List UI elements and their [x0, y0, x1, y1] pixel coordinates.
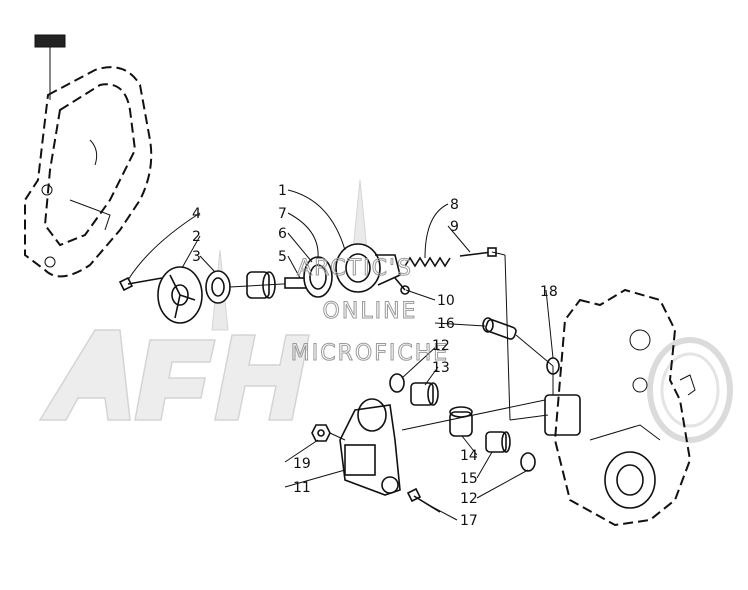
callout-6: 6	[278, 226, 287, 242]
part-12-washer-lower	[520, 452, 536, 472]
callout-8: 8	[450, 197, 459, 213]
part-10-screw	[394, 277, 410, 295]
callout-14: 14	[460, 448, 478, 464]
chain-case-housing	[544, 288, 696, 527]
callout-17: 17	[460, 513, 478, 529]
part-5-bushing	[229, 271, 316, 299]
leader-lines	[127, 189, 554, 521]
callout-1: 1	[278, 183, 287, 199]
callout-10: 10	[437, 293, 455, 309]
callout-2: 2	[192, 229, 201, 245]
callout-13: 13	[432, 360, 450, 376]
callout-15: 15	[460, 471, 478, 487]
part-19-nut	[311, 424, 331, 442]
part-12-washer-upper	[389, 373, 405, 393]
part-9-bolt	[459, 247, 497, 257]
part-13-bushing	[410, 382, 439, 406]
logo-watermark	[38, 179, 733, 443]
part-2-plate	[157, 266, 203, 324]
part-15-bushing	[485, 431, 511, 453]
watermark-line-1: ARCTIC'S	[297, 256, 413, 281]
callout-19: 19	[293, 456, 311, 472]
callout-7: 7	[278, 206, 287, 222]
part-3-ring	[205, 270, 231, 304]
callout-9: 9	[450, 219, 459, 235]
watermark-text: ARCTIC'S ONLINE MICROFICHE	[290, 256, 449, 367]
callout-18: 18	[540, 284, 558, 300]
assembly-lines	[329, 251, 554, 441]
cover-label-tag	[34, 34, 66, 48]
callout-16: 16	[437, 316, 455, 332]
callout-labels: 1 7 6 5 4 2 3 8 9 10 16 18 12 13 19 11 1…	[192, 183, 558, 529]
part-6-seal	[303, 256, 333, 298]
callout-5: 5	[278, 249, 287, 265]
part-14-roller	[449, 406, 473, 437]
chain-case-cover	[24, 34, 153, 278]
callout-3: 3	[192, 249, 201, 265]
callout-4: 4	[192, 206, 201, 222]
part-1-housing	[335, 243, 401, 293]
part-8-spring	[404, 256, 451, 268]
part-16-pin	[482, 317, 517, 340]
part-4-bolt	[118, 276, 163, 292]
callout-12-upper: 12	[432, 338, 450, 354]
callout-11: 11	[293, 480, 311, 496]
part-11-arm	[339, 398, 401, 496]
callout-12-lower: 12	[460, 491, 478, 507]
watermark-line-2: ONLINE	[323, 299, 418, 324]
watermark-line-3: MICROFICHE	[291, 341, 449, 366]
